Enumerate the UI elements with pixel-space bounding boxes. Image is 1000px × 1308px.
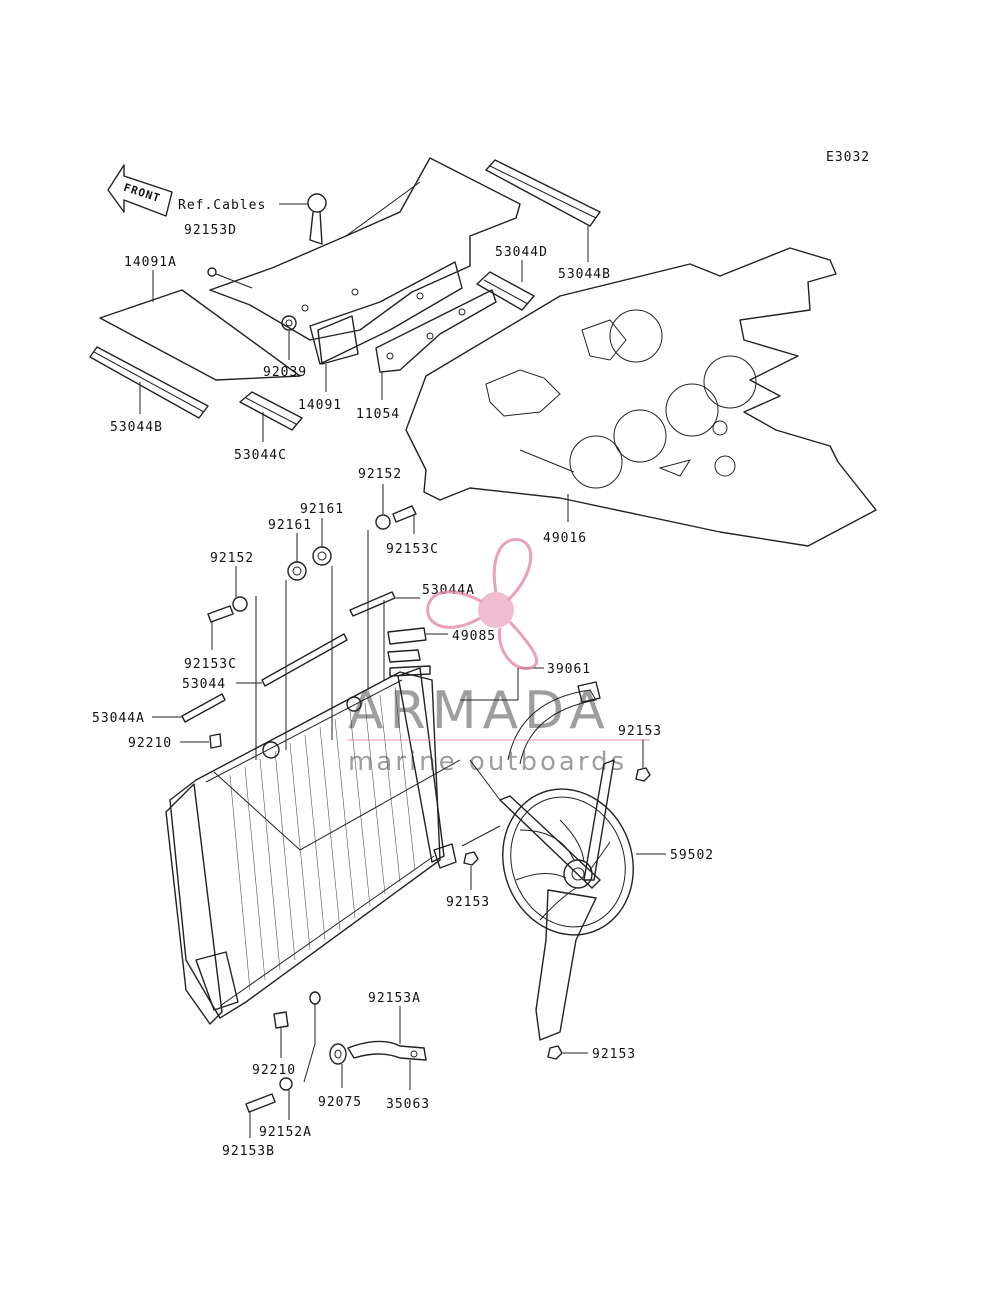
upper-heat-shield	[209, 157, 521, 365]
cap-49085	[387, 627, 431, 677]
bolt-92153C-left	[207, 605, 234, 623]
label-39061: 39061	[547, 662, 591, 677]
label-92039: 92039	[263, 365, 307, 380]
heat-shield-14091A	[99, 289, 301, 381]
watermark-tagline: marine outboards	[348, 747, 627, 777]
clip-92210-top	[209, 733, 222, 749]
cable-clamp-92153D	[307, 193, 327, 245]
grommet-92039	[281, 315, 297, 331]
armada-logo-icon	[426, 538, 538, 670]
label-92153A: 92153A	[368, 991, 421, 1006]
label-92210-bottom: 92210	[252, 1063, 296, 1078]
seal-53044D	[476, 271, 535, 311]
label-53044A-left: 53044A	[92, 711, 145, 726]
label-49085: 49085	[452, 629, 496, 644]
heat-shield-49016	[405, 247, 877, 547]
seal-53044B-top	[485, 159, 601, 227]
label-53044B-top: 53044B	[558, 267, 611, 282]
bracket-35063	[347, 1040, 427, 1061]
grommet-92161-b	[312, 546, 332, 566]
label-92152A: 92152A	[259, 1125, 312, 1140]
label-92153C-top: 92153C	[386, 542, 439, 557]
radiator-fins	[229, 686, 416, 991]
label-11054: 11054	[356, 407, 400, 422]
label-53044D: 53044D	[495, 245, 548, 260]
front-arrow-icon: FRONT	[107, 164, 173, 217]
bracket-11054	[375, 289, 497, 373]
label-14091A: 14091A	[124, 255, 177, 270]
rod-53044A-right	[349, 591, 396, 617]
label-53044B-left: 53044B	[110, 420, 163, 435]
bolt-top-left	[207, 267, 253, 289]
plate-14091	[317, 315, 359, 365]
label-92153C-left: 92153C	[184, 657, 237, 672]
label-53044: 53044	[182, 677, 226, 692]
label-14091: 14091	[298, 398, 342, 413]
label-92152-left: 92152	[210, 551, 254, 566]
washer-lower	[309, 991, 321, 1005]
label-92153D: 92153D	[184, 223, 237, 238]
rod-53044A-left	[181, 693, 226, 723]
fan-assembly-59502	[499, 681, 634, 1041]
ref-cables-label: Ref.Cables	[178, 198, 266, 213]
watermark-brand: ARMADA	[348, 681, 611, 741]
label-92161-b: 92161	[300, 502, 344, 517]
clip-92210-bottom	[273, 1011, 289, 1029]
label-92153-right: 92153	[618, 724, 662, 739]
nut-92153-right	[635, 767, 651, 782]
label-92153-bottom: 92153	[592, 1047, 636, 1062]
radiator	[165, 667, 461, 1025]
bolt-92153C-top	[392, 505, 417, 523]
washer-92152A	[279, 1077, 293, 1091]
label-59502: 59502	[670, 848, 714, 863]
bolt-92153B	[245, 1093, 276, 1113]
label-35063: 35063	[386, 1097, 430, 1112]
label-92161-a: 92161	[268, 518, 312, 533]
washer-92152-top	[375, 514, 391, 530]
grommet-92161-a	[287, 561, 307, 581]
label-92075: 92075	[318, 1095, 362, 1110]
washer-92152-left	[232, 596, 248, 612]
rod-53044	[261, 633, 348, 687]
seal-53044C	[239, 391, 303, 431]
label-49016: 49016	[543, 531, 587, 546]
label-92153B: 92153B	[222, 1144, 275, 1159]
collar-92075	[329, 1043, 347, 1065]
diagram-code: E3032	[826, 150, 870, 165]
nut-92153-mid	[463, 851, 479, 866]
label-92210-top: 92210	[128, 736, 172, 751]
label-92153-mid: 92153	[446, 895, 490, 910]
nut-92153-bottom	[547, 1045, 563, 1060]
seal-53044B-left	[89, 346, 209, 419]
label-92152-top: 92152	[358, 467, 402, 482]
label-53044C: 53044C	[234, 448, 287, 463]
